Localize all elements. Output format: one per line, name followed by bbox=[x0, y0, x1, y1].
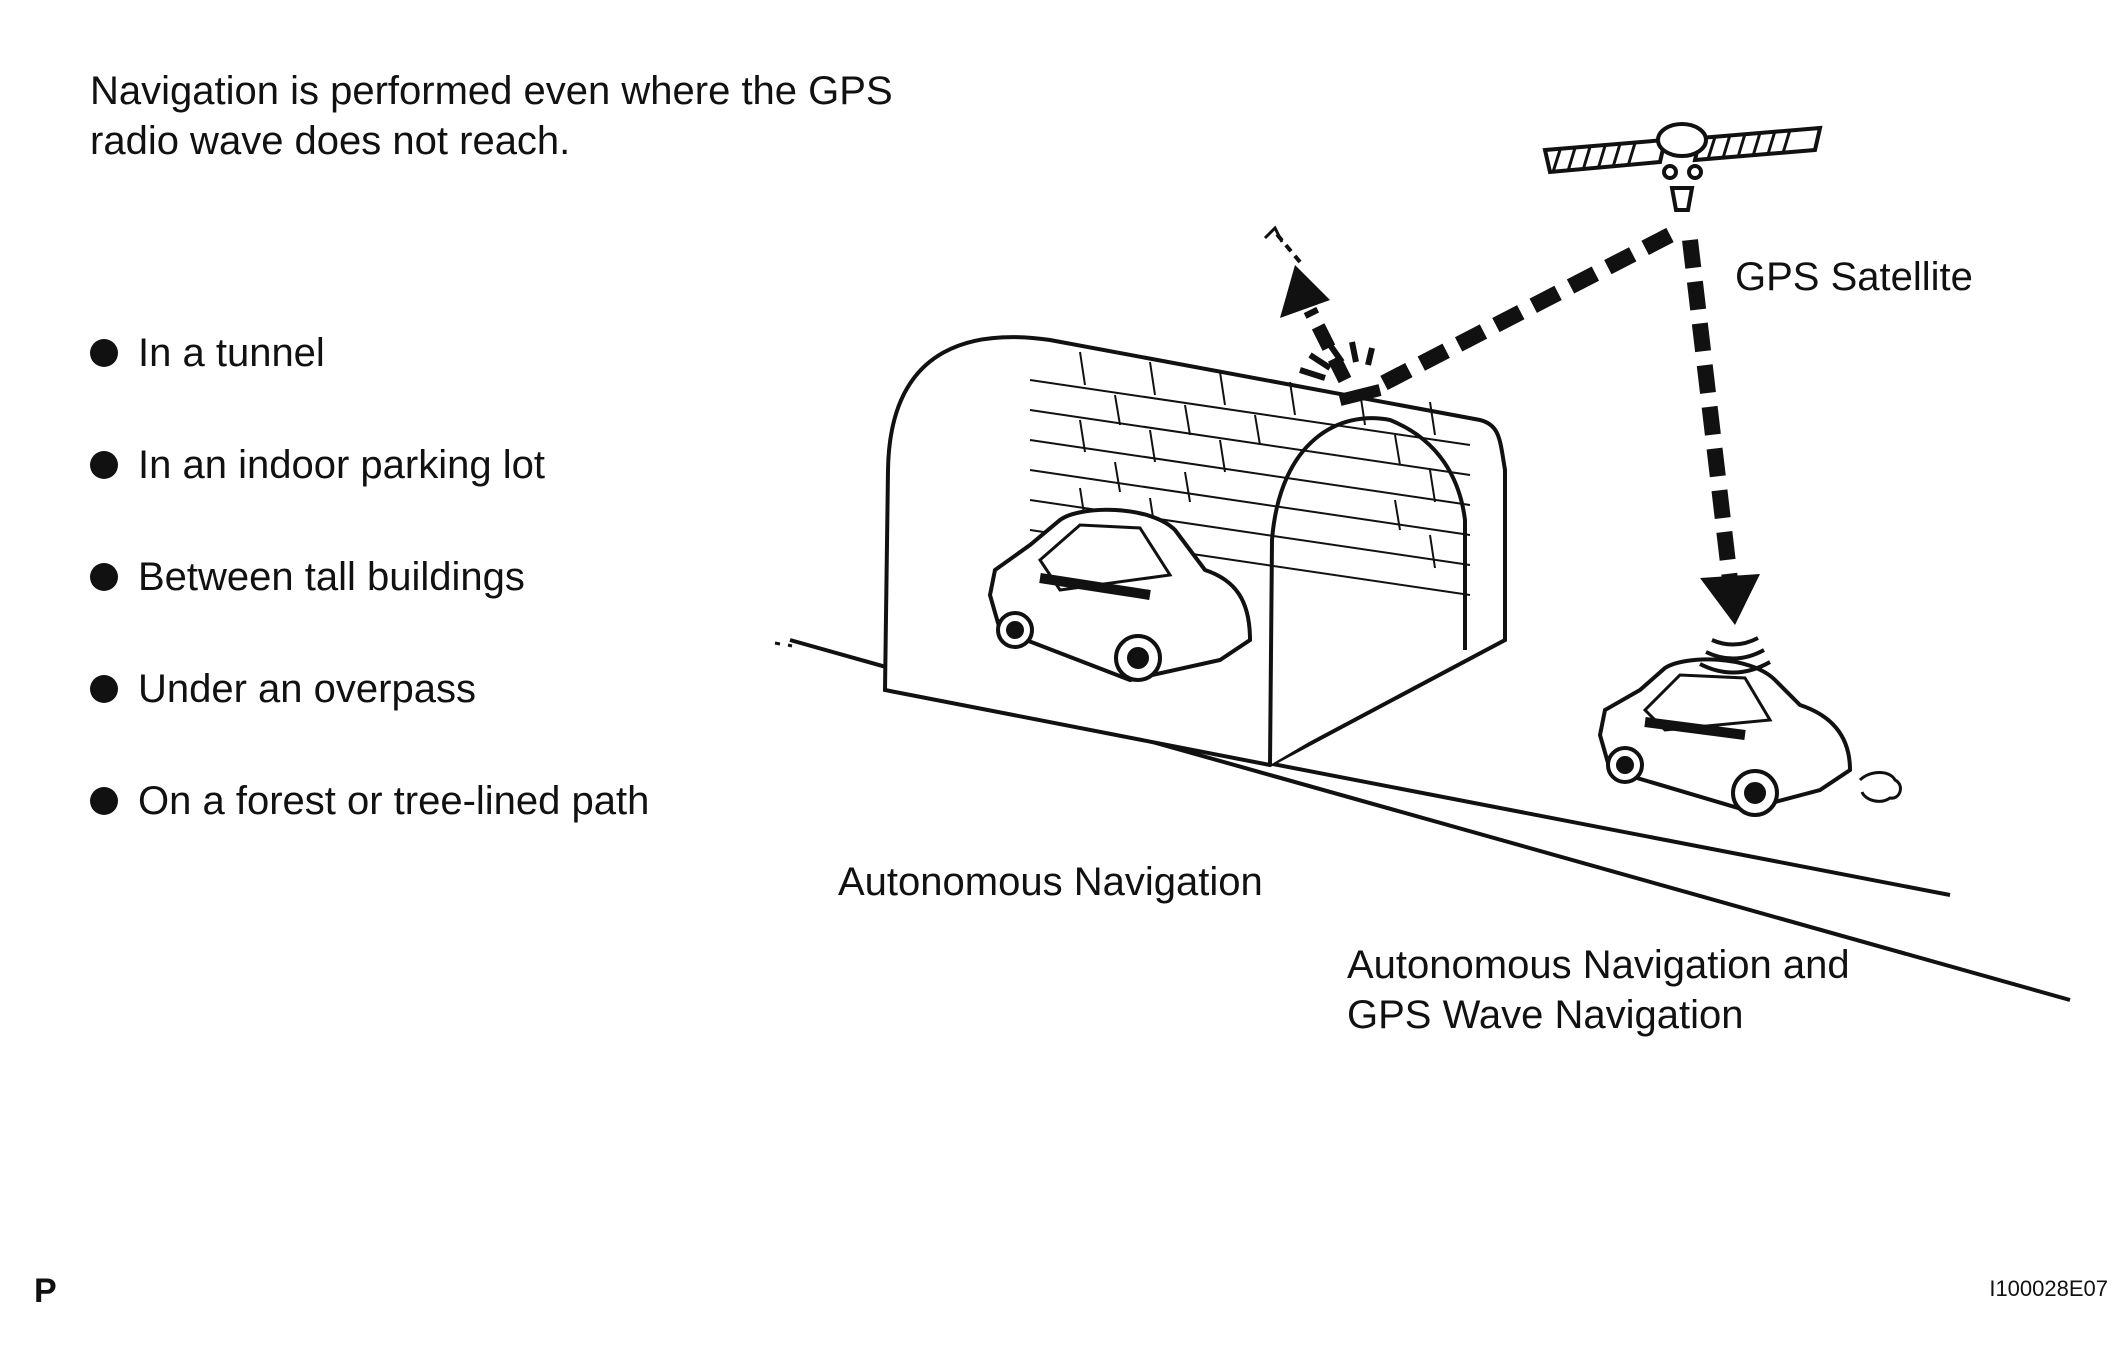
combined-label-line-1: Autonomous Navigation and bbox=[1347, 943, 1850, 987]
satellite-icon bbox=[1542, 122, 1823, 212]
autonomous-navigation-label: Autonomous Navigation bbox=[838, 860, 1263, 904]
conditions-list: In a tunnel In an indoor parking lot Bet… bbox=[90, 328, 649, 888]
car-on-road bbox=[1597, 657, 1902, 817]
intro-line-2: radio wave does not reach. bbox=[90, 119, 571, 163]
bullet-icon bbox=[90, 451, 118, 479]
tunnel bbox=[882, 335, 1507, 768]
intro-text: Navigation is performed even where the G… bbox=[90, 66, 893, 166]
list-item-label: Between tall buildings bbox=[138, 555, 525, 599]
list-item: Between tall buildings bbox=[90, 552, 649, 664]
figure-code: I100028E07 bbox=[1989, 1276, 2108, 1301]
gps-signal-arrow-down bbox=[1682, 239, 1771, 675]
list-item-label: On a forest or tree-lined path bbox=[138, 779, 650, 823]
list-item: In a tunnel bbox=[90, 328, 649, 440]
list-item-label: Under an overpass bbox=[138, 667, 476, 711]
bullet-icon bbox=[90, 787, 118, 815]
list-item: On a forest or tree-lined path bbox=[90, 776, 649, 888]
satellite-label: GPS Satellite bbox=[1735, 255, 1973, 299]
list-item: Under an overpass bbox=[90, 664, 649, 776]
bullet-icon bbox=[90, 339, 118, 367]
combined-label-line-2: GPS Wave Navigation bbox=[1347, 993, 1744, 1037]
car-in-tunnel bbox=[987, 507, 1253, 683]
bullet-icon bbox=[90, 675, 118, 703]
gps-signal-blocked bbox=[1263, 225, 1674, 406]
intro-line-1: Navigation is performed even where the G… bbox=[90, 69, 893, 113]
bullet-icon bbox=[90, 563, 118, 591]
list-item: In an indoor parking lot bbox=[90, 440, 649, 552]
page-letter: P bbox=[34, 1272, 57, 1310]
list-item-label: In an indoor parking lot bbox=[138, 443, 545, 487]
combined-navigation-label: Autonomous Navigation and GPS Wave Navig… bbox=[1347, 940, 1850, 1040]
list-item-label: In a tunnel bbox=[138, 331, 325, 375]
